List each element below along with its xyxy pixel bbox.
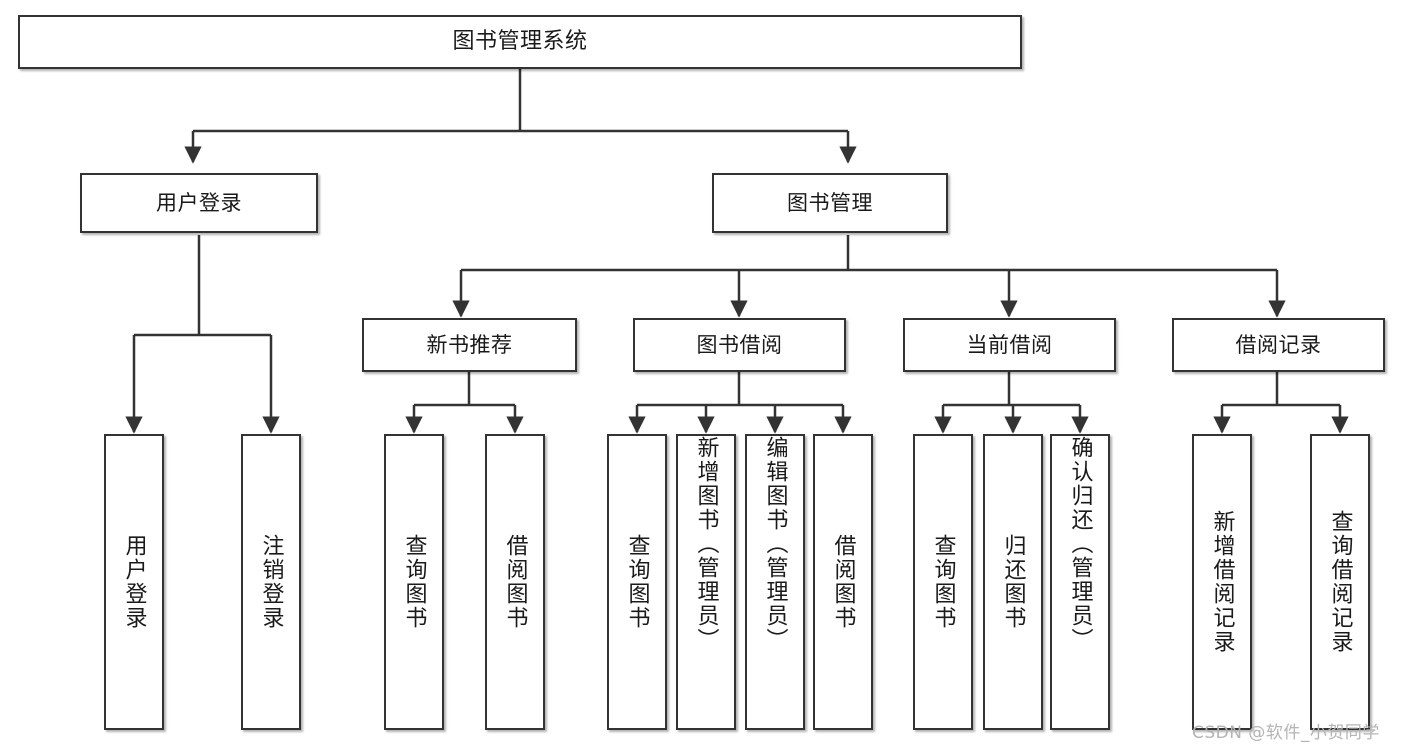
leaf-query-book-1-label: 查询图书 bbox=[401, 534, 427, 630]
node-new-book-recommend[interactable]: 新书推荐 bbox=[362, 318, 577, 372]
csdn-watermark: CSDN @软件_小贺同学 bbox=[1192, 723, 1380, 743]
leaf-query-book-2[interactable]: 查询图书 bbox=[607, 434, 667, 730]
leaf-query-book-2-label: 查询图书 bbox=[624, 534, 650, 630]
leaf-user-login-label: 用户登录 bbox=[121, 534, 147, 630]
leaf-edit-book[interactable]: 编辑图书（管理员） bbox=[745, 434, 805, 730]
leaf-return-book[interactable]: 归还图书 bbox=[983, 434, 1043, 730]
leaf-query-record-label: 查询借阅记录 bbox=[1327, 510, 1353, 654]
leaf-borrow-book-1[interactable]: 借阅图书 bbox=[485, 434, 545, 730]
leaf-query-book-3[interactable]: 查询图书 bbox=[913, 434, 973, 730]
node-current-borrow-label: 当前借阅 bbox=[966, 332, 1053, 357]
leaf-add-book-label: 新增图书（管理员） bbox=[693, 436, 719, 652]
leaf-add-record[interactable]: 新增借阅记录 bbox=[1192, 434, 1252, 730]
node-user-login-label: 用户登录 bbox=[156, 190, 242, 215]
node-book-borrow-label: 图书借阅 bbox=[696, 332, 783, 357]
leaf-return-book-label: 归还图书 bbox=[1000, 534, 1026, 630]
node-new-book-recommend-label: 新书推荐 bbox=[426, 332, 513, 357]
node-borrow-record-label: 借阅记录 bbox=[1235, 332, 1322, 357]
edge-root-to-level2 bbox=[184, 69, 857, 164]
node-root-label: 图书管理系统 bbox=[452, 28, 588, 54]
node-current-borrow[interactable]: 当前借阅 bbox=[903, 318, 1116, 372]
edge-bookborrow-to-leaves bbox=[628, 372, 852, 434]
leaf-borrow-book-1-label: 借阅图书 bbox=[502, 534, 528, 630]
edge-bookmanage-to-level3 bbox=[452, 235, 1286, 318]
leaf-query-record[interactable]: 查询借阅记录 bbox=[1310, 434, 1370, 730]
leaf-edit-book-label: 编辑图书（管理员） bbox=[762, 436, 788, 652]
edge-newbook-to-leaves bbox=[405, 372, 524, 434]
leaf-query-book-3-label: 查询图书 bbox=[930, 534, 956, 630]
node-root[interactable]: 图书管理系统 bbox=[18, 15, 1022, 69]
node-book-manage-label: 图书管理 bbox=[787, 190, 873, 215]
edge-userlogin-to-leaves bbox=[125, 235, 280, 434]
leaf-logout-label: 注销登录 bbox=[258, 534, 284, 630]
leaf-query-book-1[interactable]: 查询图书 bbox=[384, 434, 444, 730]
leaf-add-record-label: 新增借阅记录 bbox=[1209, 510, 1235, 654]
node-book-borrow[interactable]: 图书借阅 bbox=[633, 318, 846, 372]
node-borrow-record[interactable]: 借阅记录 bbox=[1172, 318, 1385, 372]
leaf-borrow-book-2[interactable]: 借阅图书 bbox=[813, 434, 873, 730]
leaf-user-login[interactable]: 用户登录 bbox=[104, 434, 164, 730]
leaf-logout[interactable]: 注销登录 bbox=[241, 434, 301, 730]
edge-currentborrow-to-leaves bbox=[934, 372, 1089, 434]
node-user-login[interactable]: 用户登录 bbox=[80, 173, 318, 233]
leaf-confirm-return-label: 确认归还（管理员） bbox=[1067, 436, 1093, 652]
node-book-manage[interactable]: 图书管理 bbox=[712, 173, 948, 233]
edge-borrowrecord-to-leaves bbox=[1213, 372, 1349, 434]
leaf-borrow-book-2-label: 借阅图书 bbox=[830, 534, 856, 630]
leaf-confirm-return[interactable]: 确认归还（管理员） bbox=[1050, 434, 1110, 730]
leaf-add-book[interactable]: 新增图书（管理员） bbox=[676, 434, 736, 730]
